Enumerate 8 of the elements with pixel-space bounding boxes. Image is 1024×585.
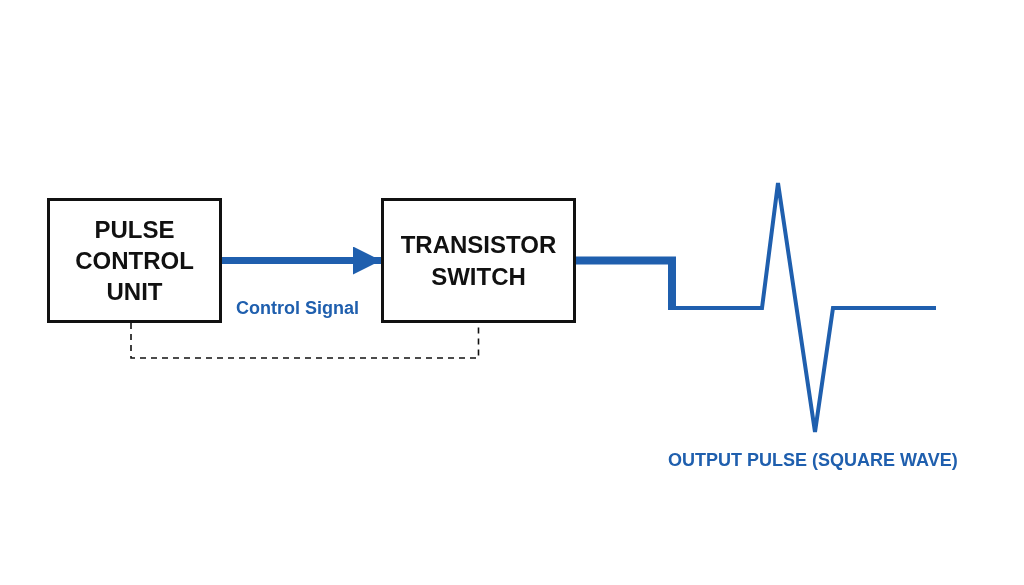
process-box bbox=[47, 198, 222, 323]
arrow bbox=[222, 246, 381, 275]
edge-label: Control Signal bbox=[236, 297, 359, 319]
dashed-connector bbox=[130, 322, 480, 359]
process-box bbox=[381, 198, 576, 323]
box-label: PULSE CONTROL UNIT bbox=[74, 214, 195, 308]
output-label: OUTPUT PULSE (SQUARE WAVE) bbox=[668, 450, 958, 471]
box-label: TRANSISTOR SWITCH bbox=[399, 230, 558, 292]
